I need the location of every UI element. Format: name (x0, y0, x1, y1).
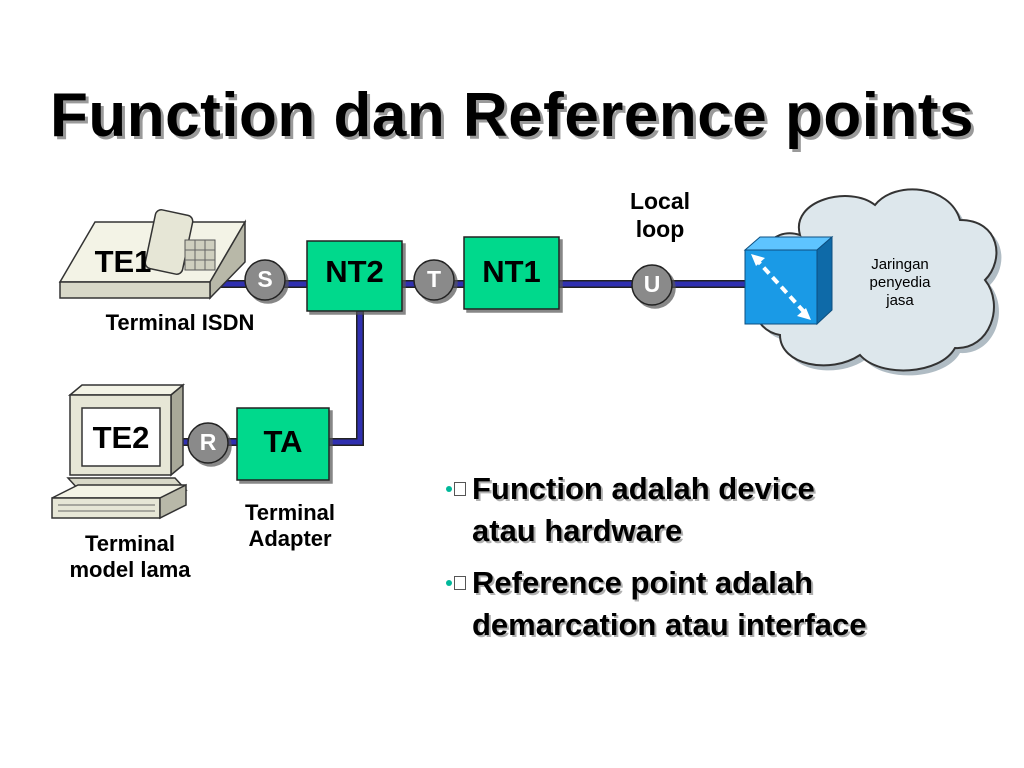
bullet-icon (446, 482, 466, 496)
ref-point-s-circle (244, 259, 286, 301)
ref-point-r: R (199, 429, 217, 455)
ta-caption-line1: Terminal (244, 500, 336, 525)
ta-caption: Terminal Adapter (210, 500, 370, 553)
te2-label: TE2 (92, 420, 150, 455)
ref-point-u: U (643, 271, 661, 297)
isdn-switch-icon (743, 235, 834, 326)
ta-label: TA (263, 424, 303, 459)
te2-caption-line1: Terminal (84, 531, 176, 556)
te2-caption-line2: model lama (69, 557, 191, 583)
bullet-1-line2: atau hardware (472, 513, 683, 548)
te1-label: TE1 (94, 244, 152, 279)
telephone-icon (58, 209, 247, 300)
local-loop-label: Local loop (600, 188, 720, 243)
nt2-label: NT2 (325, 254, 384, 289)
bullet-list: Function adalah device atau hardware Ref… (446, 468, 1008, 656)
bullet-icon (446, 576, 466, 590)
ta-caption-line2: Adapter (248, 526, 332, 552)
slide-title: Function dan Reference points (50, 81, 974, 150)
ref-point-r-circle (187, 422, 229, 464)
te1-caption: Terminal ISDN (105, 310, 255, 335)
bullet-2-line1: Reference point adalah (472, 565, 814, 600)
ref-point-t-circle (413, 259, 455, 301)
cloud-label-line1: Jaringan (871, 256, 929, 273)
nt1-label: NT1 (482, 254, 541, 289)
bullet-item: Reference point adalah demarcation atau … (446, 562, 1008, 646)
ref-point-t: T (426, 266, 442, 292)
ref-point-s: S (257, 266, 273, 292)
nt2-box (306, 240, 403, 312)
te2-caption: Terminal model lama (40, 531, 220, 584)
ref-point-u-circle (631, 264, 673, 306)
ta-box (236, 407, 330, 481)
cloud-label-line3: jasa (886, 292, 914, 309)
bullet-2-line2: demarcation atau interface (472, 607, 867, 642)
bullet-item: Function adalah device atau hardware (446, 468, 1008, 552)
computer-terminal-icon (51, 383, 188, 520)
cloud-label: Jaringan penyedia jasa (840, 256, 960, 310)
local-loop-line2: loop (635, 215, 685, 242)
cloud-label-line2: penyedia (869, 274, 931, 291)
local-loop-line1: Local (629, 188, 691, 214)
provider-network-cloud (753, 188, 1002, 376)
nt1-box (463, 236, 560, 310)
bullet-1-line1: Function adalah device (472, 471, 815, 506)
